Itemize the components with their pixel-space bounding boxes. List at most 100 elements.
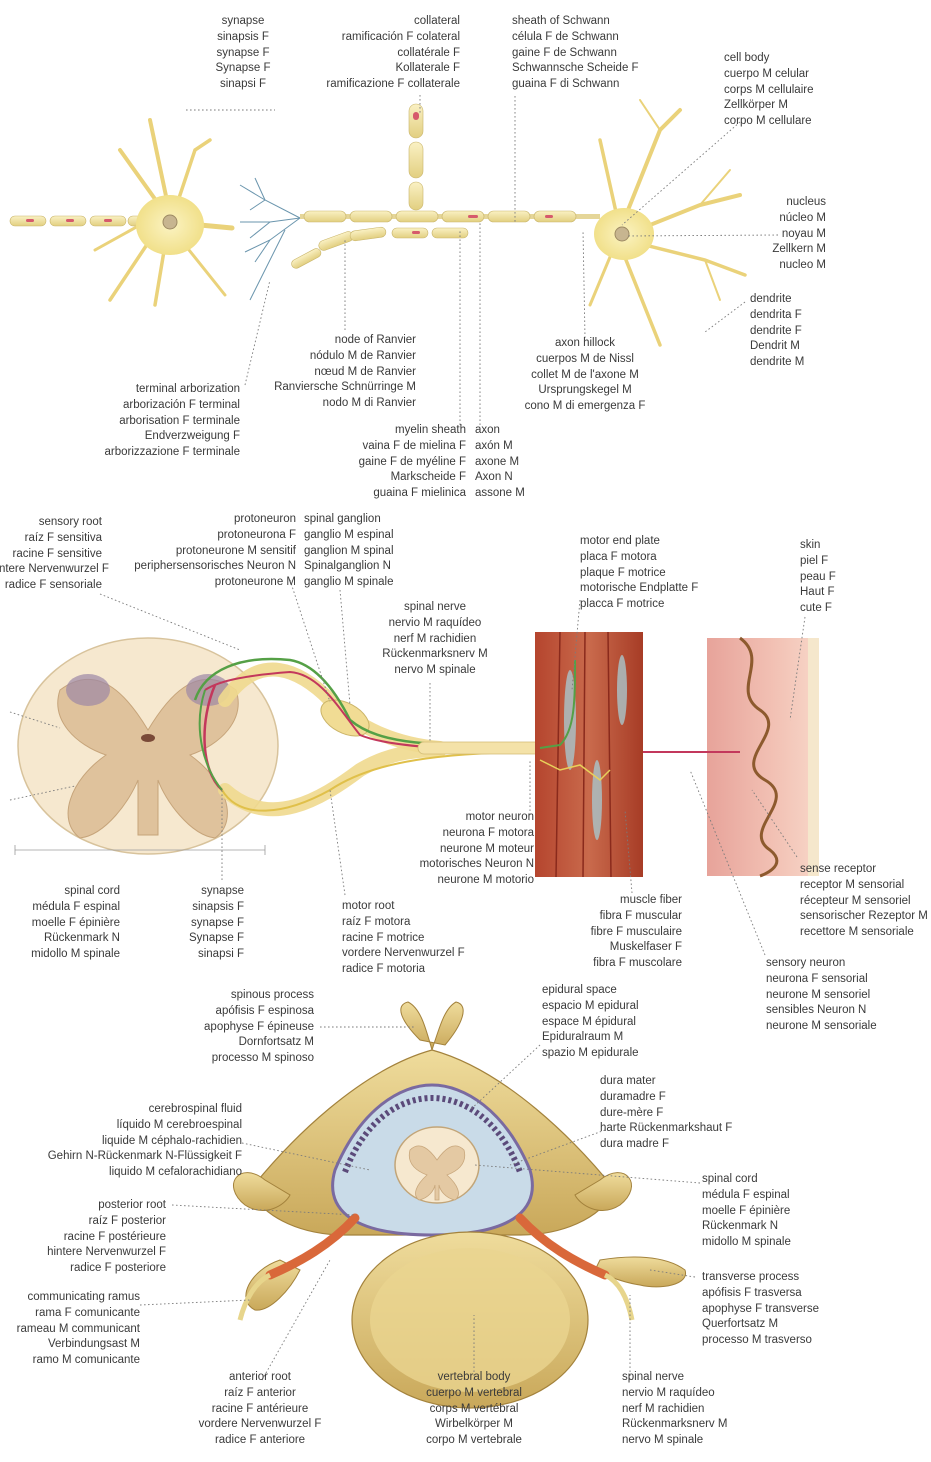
label-line: Haut F [800,585,836,601]
label-line: corps M vertébral [414,1402,534,1418]
label-line: Muskelfaser F [570,940,682,956]
label-line: spinal cord [702,1172,791,1188]
label-line: processo M trasverso [702,1333,819,1349]
label-line: cerebrospinal fluid [40,1102,242,1118]
label-line: motorische Endplatte F [580,581,698,597]
label-line: raíz F posterior [30,1214,166,1230]
label-line: apófisis F espinosa [180,1004,314,1020]
label-terminal-arborization: terminal arborization arborización F ter… [90,382,240,461]
label-line: harte Rückenmarkshaut F [600,1121,732,1137]
label-line: apophyse F épineuse [180,1020,314,1036]
label-protoneuron: protoneuron protoneurona F protoneurone … [110,512,296,591]
label-line: guaina F di Schwann [512,77,639,93]
label-line: protoneurone M sensitif [110,544,296,560]
label-line: protoneurone M [110,575,296,591]
label-line: nervio M raquídeo [622,1386,727,1402]
label-line: ganglio M spinale [304,575,394,591]
label-line: collateral [300,14,460,30]
label-line: spinal cord [10,884,120,900]
label-line: Rückenmark N [702,1219,791,1235]
left-axon-segments [10,216,148,226]
label-motor-root: motor root raíz F motora racine F motric… [342,899,465,978]
label-line: anterior root [180,1370,340,1386]
label-spinal-ganglion: spinal ganglion ganglio M espinal gangli… [304,512,394,591]
label-line: raíz F motora [342,915,465,931]
label-line: corpo M vertebrale [414,1433,534,1449]
label-line: nervo M spinale [370,663,500,679]
label-line: Rückenmarksnerv M [370,647,500,663]
label-line: rameau M communicant [0,1322,140,1338]
label-synapse-top: synapse sinapsis F synapse F Synapse F s… [200,14,286,93]
label-line: axone M [475,455,525,471]
label-line: ganglion M spinal [304,544,394,560]
label-line: dendrita F [750,308,804,324]
label-line: collet M de l'axone M [520,368,650,384]
label-line: racine F antérieure [180,1402,340,1418]
label-line: neurone M sensoriale [766,1019,877,1035]
label-line: synapse [200,14,286,30]
label-line: motor root [342,899,465,915]
label-line: sensibles Neuron N [766,1003,877,1019]
label-line: líquido M cerebroespinal [40,1118,242,1134]
label-spinal-nerve-mid: spinal nerve nervio M raquídeo nerf M ra… [370,600,500,679]
label-line: Ursprungskegel M [520,383,650,399]
label-line: vordere Nervenwurzel F [180,1417,340,1433]
label-line: Markscheide F [346,470,466,486]
label-line: muscle fiber [570,893,682,909]
label-line: piel F [800,554,836,570]
label-line: Synapse F [180,931,244,947]
label-line: Wirbelkörper M [414,1417,534,1433]
label-line: moelle F épinière [10,916,120,932]
label-sense-receptor: sense receptor receptor M sensorial réce… [800,862,928,941]
label-line: apophyse F transverse [702,1302,819,1318]
label-line: dendrite [750,292,804,308]
label-line: dendrite F [750,324,804,340]
label-line: radice F posteriore [30,1261,166,1277]
label-line: sinapsi F [180,947,244,963]
label-line: Rückenmark N [10,931,120,947]
label-cerebrospinal-fluid: cerebrospinal fluid líquido M cerebroesp… [40,1102,242,1181]
label-line: peau F [800,570,836,586]
label-line: racine F sensitive [0,547,102,563]
label-motor-end-plate: motor end plate placa F motora plaque F … [580,534,698,613]
label-line: posterior root [30,1198,166,1214]
label-sensory-root: sensory root raíz F sensitiva racine F s… [0,515,102,594]
label-line: Endverzweigung F [90,429,240,445]
label-line: Zellkern M [740,242,826,258]
label-line: motor end plate [580,534,698,550]
label-line: célula F de Schwann [512,30,639,46]
label-line: recettore M sensoriale [800,925,928,941]
label-line: sinapsi F [200,77,286,93]
label-line: assone M [475,486,525,502]
label-line: ramo M comunicante [0,1353,140,1369]
label-line: Zellkörper M [724,98,813,114]
label-muscle-fiber: muscle fiber fibra F muscular fibre F mu… [570,893,682,972]
label-transverse-process: transverse process apófisis F trasversa … [702,1270,819,1349]
label-sheath-of-schwann: sheath of Schwann célula F de Schwann ga… [512,14,639,93]
label-line: médula F espinal [10,900,120,916]
label-spinal-cord-mid: spinal cord médula F espinal moelle F ép… [10,884,120,963]
label-epidural-space: epidural space espacio M epidural espace… [542,983,639,1062]
label-line: nœud M de Ranvier [270,365,416,381]
label-line: dura madre F [600,1137,732,1153]
label-line: guaina F mielinica [346,486,466,502]
label-line: nodo M di Ranvier [270,396,416,412]
label-line: neurone M moteur [400,842,534,858]
label-line: gaine F de myéline F [346,455,466,471]
label-line: médula F espinal [702,1188,791,1204]
label-line: raíz F anterior [180,1386,340,1402]
label-line: duramadre F [600,1090,732,1106]
label-line: cuerpo M celular [724,67,813,83]
label-line: midollo M spinale [10,947,120,963]
label-line: dure-mère F [600,1106,732,1122]
label-line: dendrite M [750,355,804,371]
label-line: noyau M [740,227,826,243]
label-line: midollo M spinale [702,1235,791,1251]
label-line: neurone M motorio [400,873,534,889]
label-line: node of Ranvier [270,333,416,349]
label-axon-hillock: axon hillock cuerpos M de Nissl collet M… [520,336,650,415]
label-line: Dendrit M [750,339,804,355]
label-cell-body: cell body cuerpo M celular corps M cellu… [724,51,813,130]
label-line: Axon N [475,470,525,486]
label-line: placca F motrice [580,597,698,613]
